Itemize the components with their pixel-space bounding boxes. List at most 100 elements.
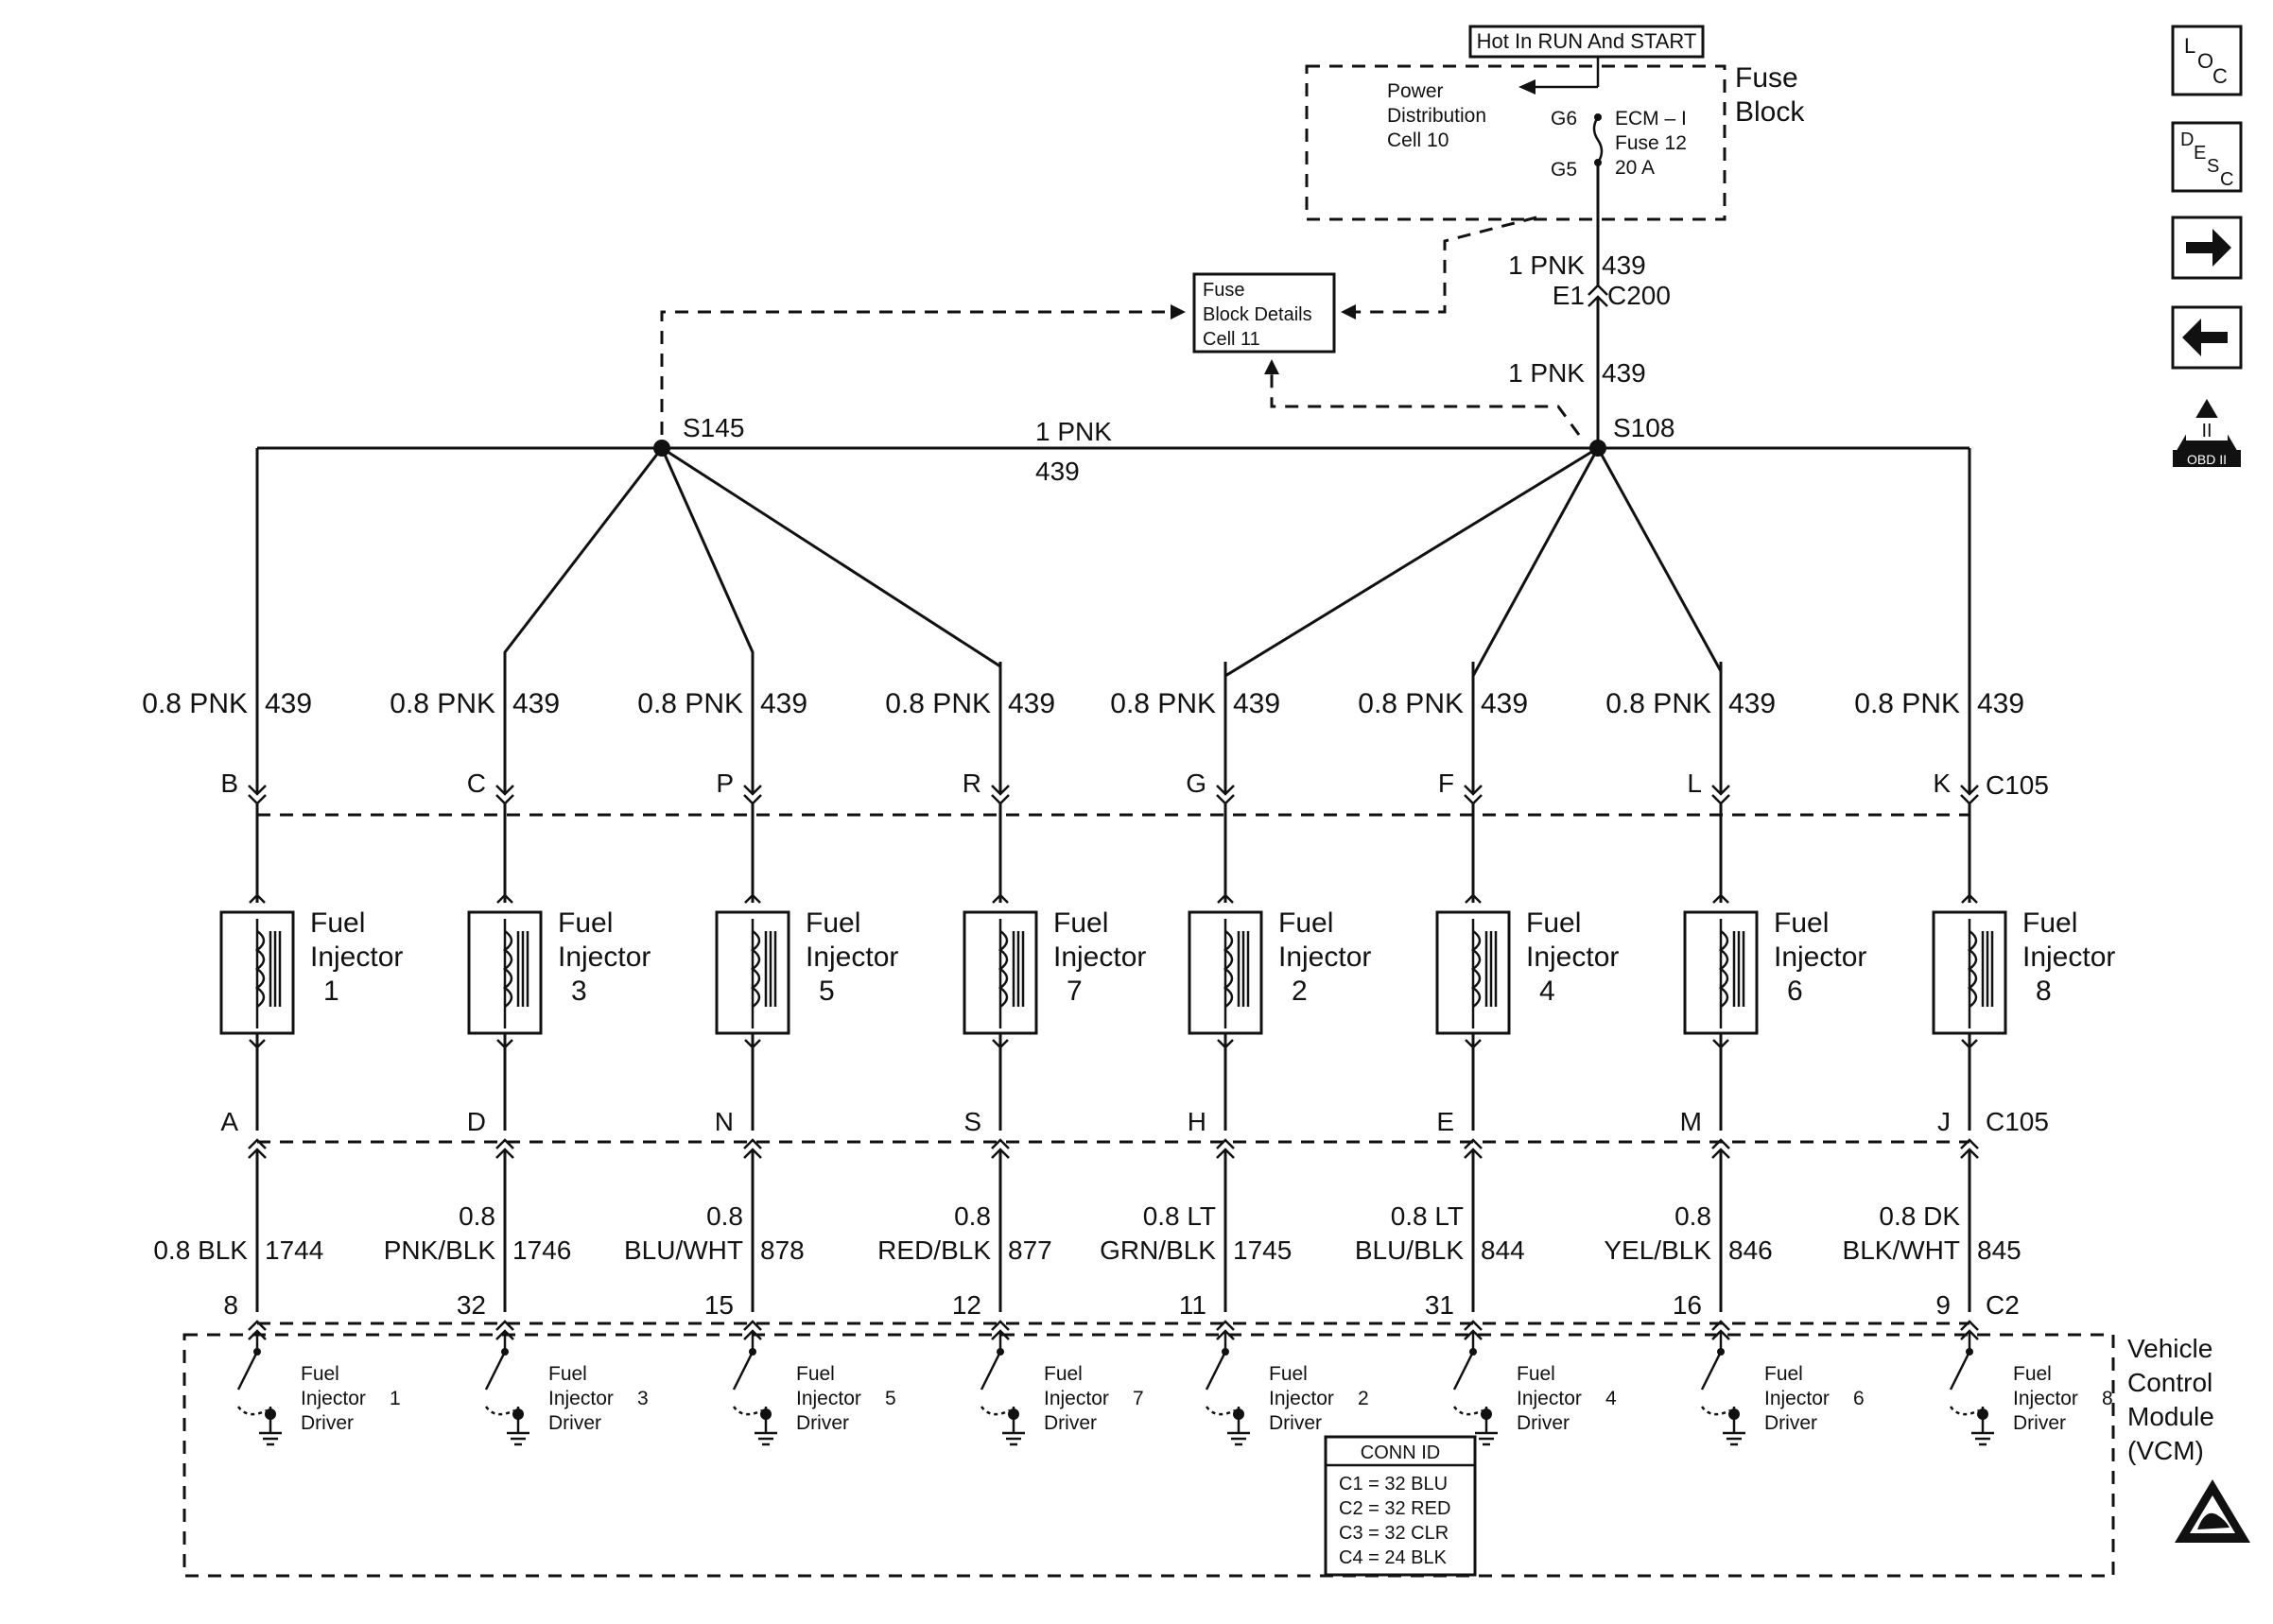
c2-vcm-pin: 11 (1179, 1290, 1206, 1320)
injector-label: Injector (1774, 942, 1866, 973)
driver-label: Driver (1269, 1412, 1322, 1434)
hot-in-run-start-box: Hot In RUN And START (1468, 25, 1705, 59)
control-circuit-number: 878 (760, 1235, 805, 1265)
svg-text:Hot In RUN And START: Hot In RUN And START (1477, 29, 1697, 53)
svg-text:Power: Power (1387, 80, 1444, 102)
svg-text:CONN ID: CONN ID (1361, 1443, 1440, 1463)
svg-text:Cell 11: Cell 11 (1203, 329, 1260, 350)
svg-text:C105: C105 (1986, 1107, 2049, 1136)
c105-lower-pin: J (1937, 1107, 1951, 1136)
obd-ii-icon[interactable]: II OBD II (2173, 399, 2241, 467)
feed-wire-color: 0.8 PNK (1358, 688, 1464, 719)
injector-label: Fuel (1526, 907, 1581, 939)
svg-text:Block: Block (1735, 96, 1805, 128)
svg-text:G5: G5 (1551, 159, 1577, 181)
control-circuit-number: 1746 (512, 1235, 571, 1265)
driver-number: 6 (1853, 1388, 1865, 1409)
feed-circuit-number: 439 (1728, 688, 1776, 719)
c2-vcm-pin: 16 (1673, 1290, 1702, 1320)
next-page-arrow-icon[interactable] (2171, 216, 2243, 280)
c2-vcm-pin: 12 (952, 1290, 981, 1320)
injector-driver-switch-icon (1700, 1331, 1745, 1446)
driver-label: Fuel (1269, 1363, 1308, 1385)
injector-label: Injector (558, 942, 651, 973)
svg-text:439: 439 (1035, 457, 1080, 486)
esd-warning-icon (2175, 1479, 2250, 1543)
injector-number: 6 (1787, 976, 1803, 1007)
driver-label: Driver (1764, 1412, 1817, 1434)
control-wire-size: 0.8 (459, 1201, 495, 1231)
c105-upper-pin: G (1186, 769, 1206, 798)
svg-text:D: D (2180, 130, 2194, 150)
svg-text:(VCM): (VCM) (2127, 1436, 2204, 1465)
svg-text:II: II (2201, 421, 2212, 441)
svg-text:E1: E1 (1553, 281, 1585, 310)
control-wire-size: 0.8 LT (1143, 1201, 1216, 1231)
reference-dashed-lines (660, 216, 1581, 436)
svg-text:O: O (2197, 49, 2213, 73)
conn-id-table: CONN ID C1 = 32 BLU C2 = 32 RED C3 = 32 … (1324, 1435, 1477, 1577)
feed-wire-color: 0.8 PNK (142, 688, 248, 719)
c105-upper-pin: P (716, 769, 734, 798)
injector-label: Fuel (558, 907, 613, 939)
driver-label: Injector (796, 1388, 861, 1409)
feed-circuit-number: 439 (1233, 688, 1280, 719)
svg-text:C2: C2 (1986, 1290, 2020, 1320)
injector-label: Fuel (1278, 907, 1333, 939)
desc-icon[interactable]: D E S C (2171, 121, 2243, 193)
loc-icon[interactable]: L O C (2171, 25, 2243, 96)
control-wire-size: 0.8 LT (1391, 1201, 1464, 1231)
fuel-injector-coil-icon (1683, 910, 1759, 1035)
svg-text:Control: Control (2127, 1368, 2212, 1397)
driver-label: Driver (2013, 1412, 2066, 1434)
driver-label: Driver (1044, 1412, 1097, 1434)
previous-page-arrow-icon[interactable] (2171, 305, 2243, 370)
feed-wire-color: 0.8 PNK (637, 688, 743, 719)
c105-upper-pin: C (467, 769, 486, 798)
fuse-block-details-reference[interactable]: Fuse Block Details Cell 11 (1192, 272, 1336, 354)
injector-number: 2 (1292, 976, 1308, 1007)
control-wire-color: GRN/BLK (1100, 1235, 1216, 1265)
fuel-injector-coil-icon (1932, 910, 2007, 1035)
svg-text:Fuse 12: Fuse 12 (1615, 132, 1687, 154)
driver-label: Injector (1764, 1388, 1830, 1409)
injector-label: Injector (1053, 942, 1146, 973)
feed-circuit-number: 439 (1481, 688, 1528, 719)
svg-text:20 A: 20 A (1615, 157, 1655, 179)
c105-upper-pin: B (220, 769, 238, 798)
feed-wire-color: 0.8 PNK (390, 688, 495, 719)
svg-text:ECM – I: ECM – I (1615, 108, 1687, 130)
svg-text:439: 439 (1602, 358, 1646, 388)
driver-label: Driver (1517, 1412, 1570, 1434)
driver-number: 8 (2102, 1388, 2113, 1409)
driver-number: 4 (1605, 1388, 1617, 1409)
injector-label: Fuel (2022, 907, 2077, 939)
control-wire-size: 0.8 DK (1879, 1201, 1960, 1231)
fuel-injector-coil-icon (1435, 910, 1511, 1035)
svg-text:L: L (2184, 34, 2195, 58)
control-circuit-number: 1745 (1233, 1235, 1292, 1265)
injector-label: Fuel (1053, 907, 1108, 939)
c105-upper-pin: F (1438, 769, 1454, 798)
driver-label: Injector (1269, 1388, 1334, 1409)
injector-label: Injector (2022, 942, 2115, 973)
driver-label: Driver (301, 1412, 354, 1434)
driver-number: 2 (1358, 1388, 1369, 1409)
feed-circuit-number: 439 (1008, 688, 1055, 719)
driver-label: Fuel (2013, 1363, 2052, 1385)
driver-label: Driver (548, 1412, 601, 1434)
svg-text:439: 439 (1602, 251, 1646, 280)
injector-label: Fuel (310, 907, 365, 939)
main-feed-wire: 1 PNK 439 E1 C200 1 PNK 439 (1508, 163, 1671, 448)
control-circuit-number: 844 (1481, 1235, 1525, 1265)
injector-number: 5 (819, 976, 835, 1007)
injector-number: 1 (323, 976, 339, 1007)
driver-label: Fuel (1517, 1363, 1555, 1385)
injector-number: 7 (1067, 976, 1083, 1007)
svg-text:Cell 10: Cell 10 (1387, 130, 1449, 151)
feed-circuit-number: 439 (265, 688, 312, 719)
splice-bus: S145 S108 1 PNK 439 (257, 413, 1969, 486)
